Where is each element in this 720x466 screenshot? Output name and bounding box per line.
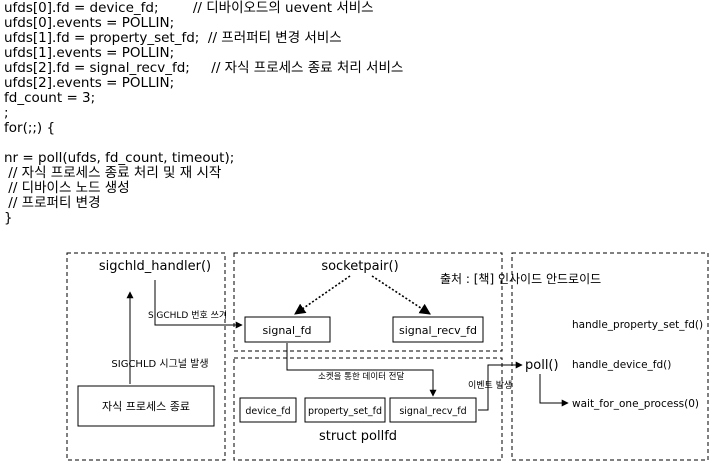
code-line: // 디바이스 노드 생성 [4, 180, 130, 196]
property-set-fd-label: property_set_fd [308, 406, 382, 417]
struct-pollfd-label: struct pollfd [319, 429, 397, 444]
code-line: ufds[0].fd = device_fd; // 디바이오드의 uevent… [4, 0, 374, 16]
code-line: ufds[2].fd = signal_recv_fd; // 자식 프로세스 … [4, 60, 404, 76]
socket-transfer-arrow [286, 343, 437, 397]
signal-recv-fd-bottom-box [389, 397, 477, 423]
socketpair-to-signal-recv-fd-arrow [371, 275, 431, 315]
device-fd-label: device_fd [245, 406, 290, 417]
code-line: // 자식 프로세스 종료 처리 및 재 시작 [4, 165, 222, 181]
handle-device-label: handle_device_fd() [572, 359, 671, 371]
sigchld-handler-label: sigchld_handler() [99, 259, 211, 274]
section-frame-handler [66, 252, 226, 461]
signal-recv-fd-top-box [392, 316, 484, 343]
section-frame-pollfd [233, 357, 503, 461]
event-occur-label: 이벤트 발생 [468, 380, 512, 391]
code-line: ufds[0].events = POLLIN; [4, 15, 175, 31]
signal-fd-box [244, 316, 331, 343]
signal-recv-fd-bottom-label: signal_recv_fd [399, 406, 466, 417]
sigchld-write-arrow [154, 280, 243, 329]
event-to-poll-arrow [478, 361, 523, 411]
code-line: nr = poll(ufds, fd_count, timeout); [4, 150, 235, 166]
socketpair-label: socketpair() [321, 259, 398, 274]
sigchld-write-label: SIGCHLD 번호 쓰기 [148, 310, 227, 321]
code-line: ; [4, 105, 9, 121]
signal-recv-fd-top-label: signal_recv_fd [399, 324, 477, 337]
code-line: ufds[1].events = POLLIN; [4, 45, 175, 61]
socket-transfer-label: 소켓을 통한 데이터 전달 [318, 371, 404, 382]
poll-to-wait-arrow [539, 374, 569, 407]
section-frame-handlers [511, 252, 709, 461]
code-line: // 프로퍼티 변경 [4, 195, 101, 211]
code-line: for(;;) { [4, 120, 56, 136]
code-line: fd_count = 3; [4, 90, 96, 106]
property-set-fd-box [304, 397, 386, 423]
device-fd-box [239, 397, 297, 423]
section-frame-socketpair [233, 252, 503, 352]
code-line: ufds[2].events = POLLIN; [4, 75, 175, 91]
child-exit-label: 자식 프로세스 종료 [102, 400, 190, 413]
socketpair-to-signal-fd-arrow [294, 275, 351, 315]
poll-label: poll() [525, 358, 559, 373]
signal-fd-label: signal_fd [263, 324, 312, 337]
handle-property-label: handle_property_set_fd() [572, 319, 703, 331]
source-note: 출처 : [책] 인사이드 안드로이드 [440, 271, 601, 286]
code-line: } [4, 210, 13, 226]
wait-process-label: wait_for_one_process(0) [572, 398, 699, 410]
child-exit-box [77, 385, 215, 427]
code-line: ufds[1].fd = property_set_fd; // 프러퍼티 변경… [4, 30, 342, 46]
sigchld-signal-label: SIGCHLD 시그널 발생 [111, 358, 208, 370]
